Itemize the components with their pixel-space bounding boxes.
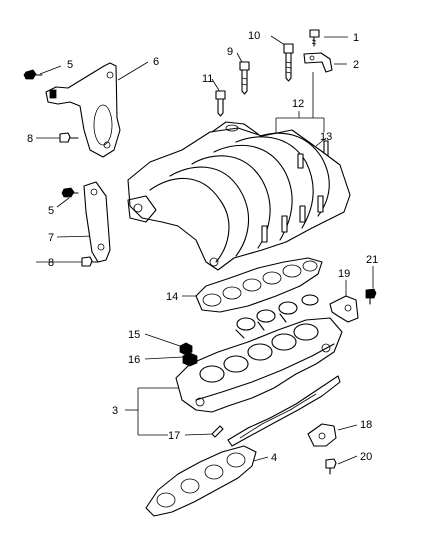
bolt-21 — [365, 288, 377, 305]
callout-16: 16 — [128, 354, 140, 366]
callout-18: 18 — [360, 419, 372, 431]
callout-14: 14 — [166, 291, 178, 303]
callout-2: 2 — [353, 59, 359, 71]
bracket-18 — [307, 423, 337, 447]
callout-12: 12 — [292, 98, 304, 110]
bolt-11 — [215, 90, 226, 117]
bolt-20 — [325, 458, 337, 475]
bolt-1 — [309, 29, 320, 47]
gasket-14 — [195, 257, 323, 313]
callout-11: 11 — [202, 73, 213, 85]
callout-3: 3 — [112, 405, 118, 417]
callout-5-mid: 5 — [48, 205, 54, 217]
callout-13: 13 — [320, 131, 332, 143]
bracket-7 — [83, 181, 111, 263]
callout-8-top: 8 — [27, 133, 33, 145]
bolt-9 — [239, 61, 250, 95]
callout-9: 9 — [227, 46, 233, 58]
bolt-8-mid — [81, 256, 99, 267]
callout-1: 1 — [353, 32, 359, 44]
callout-19: 19 — [338, 268, 350, 280]
callout-6: 6 — [153, 56, 159, 68]
callout-5-top: 5 — [67, 59, 73, 71]
callout-20: 20 — [360, 451, 372, 463]
bolt-8-top — [59, 132, 79, 143]
callout-21: 21 — [366, 254, 378, 266]
bolt-10 — [283, 43, 294, 82]
lower-intake-manifold — [175, 294, 343, 413]
callout-10: 10 — [248, 30, 260, 42]
callout-15: 15 — [128, 329, 140, 341]
callout-labels: 1 2 3 4 5 5 6 7 8 8 9 10 11 12 13 14 15 … — [27, 30, 378, 464]
callout-8-mid: 8 — [48, 257, 54, 269]
upper-intake-manifold — [127, 121, 351, 271]
callout-7: 7 — [48, 232, 54, 244]
callout-17: 17 — [168, 430, 180, 442]
bracket-19 — [329, 295, 359, 323]
bolt-5-mid — [61, 187, 79, 198]
gasket-4-ports — [145, 445, 257, 517]
pin-17 — [211, 425, 224, 438]
nut-15 — [179, 342, 193, 356]
bracket-6 — [45, 62, 121, 158]
bracket-2 — [303, 52, 333, 73]
gasket-4-strip — [227, 375, 341, 447]
callout-4: 4 — [271, 452, 277, 464]
nut-16 — [182, 352, 198, 367]
bolt-5-top — [23, 69, 43, 80]
